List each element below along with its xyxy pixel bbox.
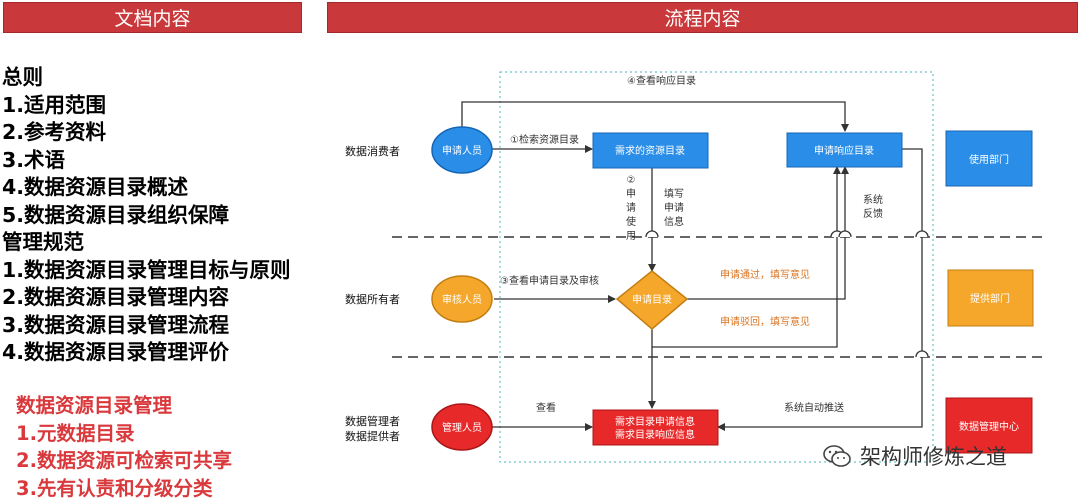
label-step4: ④查看响应目录 [627, 74, 696, 87]
label-feedback: 系统 反馈 [863, 193, 883, 220]
node-applicant[interactable] [431, 126, 493, 174]
node-requested-catalog[interactable] [592, 132, 709, 169]
svg-text:②: ② [627, 175, 636, 186]
dept-data-center-label: 数据管理中心 [959, 420, 1019, 433]
catalog-management-notes: 数据资源目录管理 1.元数据目录 2.数据资源可检索可共享 3.先有认责和分级分… [16, 392, 232, 502]
node-apply-catalog-decision[interactable] [615, 270, 689, 330]
note-item: 1.元数据目录 [16, 421, 135, 445]
svg-text:系统: 系统 [863, 193, 883, 206]
lane-label-owner: 数据所有者 [345, 292, 400, 306]
outline-item: 总则 [2, 65, 43, 89]
svg-text:申请: 申请 [664, 201, 684, 214]
svg-text:反馈: 反馈 [863, 207, 883, 220]
dept-provider[interactable] [947, 269, 1034, 327]
outline-item: 4.数据资源目录管理评价 [2, 340, 230, 364]
connector-auto-push [717, 148, 923, 431]
outline-item: 1.适用范围 [2, 92, 107, 117]
label-fill-info: 填写 申请 信息 [664, 187, 684, 228]
label-step1: ①检索资源目录 [510, 133, 579, 146]
connector-approved [687, 166, 849, 300]
wechat-icon [823, 445, 851, 467]
svg-text:信息: 信息 [664, 215, 684, 228]
note-item: 2.数据资源可检索可共享 [16, 449, 232, 472]
outline-item: 管理规范 [2, 230, 84, 254]
node-info-line2: 需求目录响应信息 [615, 428, 695, 441]
svg-text:填写: 填写 [664, 187, 684, 200]
outline-item: 1.数据资源目录管理目标与原则 [2, 257, 291, 282]
outline-item: 5.数据资源目录组织保障 [2, 202, 230, 227]
dept-provider-label: 提供部门 [970, 292, 1010, 305]
outline-item: 3.数据资源目录管理流程 [2, 312, 230, 337]
outline-item: 2.参考资料 [2, 120, 107, 144]
node-requested-catalog-label: 需求的资源目录 [615, 144, 685, 157]
note-item: 数据资源目录管理 [16, 394, 173, 417]
process-flow-diagram: 数据消费者 数据所有者 数据管理者 数据提供者 申请人员 审核人员 管理人员 [345, 71, 1044, 463]
svg-text:使: 使 [626, 215, 636, 228]
dept-user[interactable] [945, 130, 1033, 187]
node-reviewer-label: 审核人员 [442, 293, 482, 306]
svg-text:申: 申 [626, 187, 636, 200]
node-apply-catalog-label: 申请目录 [632, 293, 672, 306]
outline-item: 3.术语 [2, 147, 66, 172]
node-info-line1: 需求目录申请信息 [615, 415, 695, 428]
watermark: 架构师修炼之道 [822, 440, 1072, 472]
dept-user-label: 使用部门 [969, 153, 1009, 166]
node-response-catalog-label: 申请响应目录 [814, 144, 874, 157]
node-admin-label: 管理人员 [442, 421, 482, 434]
label-auto-push: 系统自动推送 [784, 401, 844, 414]
outline-item: 4.数据资源目录概述 [2, 175, 189, 199]
connector-rejected [651, 166, 841, 348]
svg-text:用: 用 [626, 231, 636, 242]
node-applicant-label: 申请人员 [442, 144, 482, 157]
dept-data-center[interactable] [945, 397, 1033, 454]
header-flow-content: 流程内容 [327, 2, 1078, 33]
lane-label-consumer: 数据消费者 [345, 144, 400, 158]
label-step3: ③查看申请目录及审核 [500, 274, 599, 287]
watermark-text: 架构师修炼之道 [860, 445, 1007, 469]
lane-label-manager: 数据管理者 [345, 414, 400, 428]
label-view: 查看 [536, 401, 556, 414]
header-doc-content: 文档内容 [3, 2, 302, 33]
connector-view-response [461, 101, 849, 132]
node-reviewer[interactable] [431, 275, 493, 323]
node-catalog-info[interactable] [592, 409, 719, 446]
label-step2: ② 申 请 使 用 [626, 175, 636, 242]
document-outline: 总则 1.适用范围 2.参考资料 3.术语 4.数据资源目录概述 5.数据资源目… [2, 64, 291, 367]
note-item: 3.先有认责和分级分类 [16, 476, 213, 500]
svg-text:请: 请 [626, 201, 636, 214]
node-admin[interactable] [431, 403, 493, 451]
label-reject: 申请驳回，填写意见 [720, 315, 810, 328]
label-approve: 申请通过，填写意见 [720, 268, 810, 281]
node-response-catalog[interactable] [786, 132, 903, 168]
outline-item: 2.数据资源目录管理内容 [2, 285, 230, 309]
process-boundary [499, 71, 934, 463]
lane-label-provider: 数据提供者 [345, 429, 400, 443]
